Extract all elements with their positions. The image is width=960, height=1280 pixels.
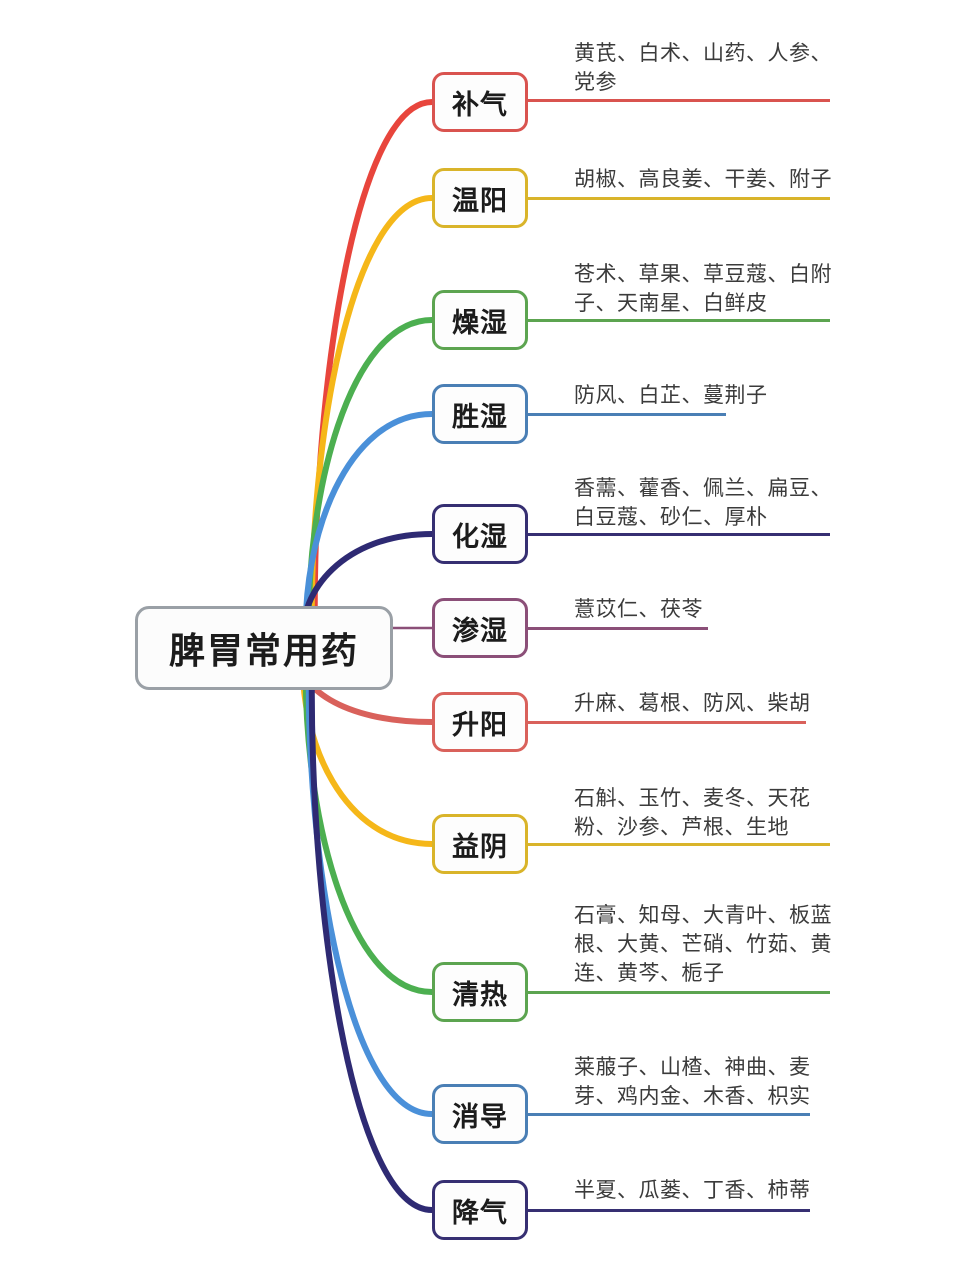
- branch-items-text: 莱菔子、山楂、神曲、麦芽、鸡内金、木香、枳实: [574, 1056, 811, 1108]
- branch-node-label: 化湿: [452, 521, 508, 552]
- branch-node-label: 降气: [452, 1197, 508, 1228]
- branch-node-label: 补气: [452, 89, 508, 120]
- branch-underline: [528, 843, 830, 846]
- center-node-label: 脾胃常用药: [168, 630, 359, 671]
- branch-items-text: 苍术、草果、草豆蔻、白附子、天南星、白鲜皮: [574, 263, 832, 315]
- branch-node-label: 消导: [452, 1101, 508, 1132]
- branch-node-5[interactable]: 化湿: [432, 504, 528, 564]
- branch-underline: [528, 319, 830, 322]
- branch-items-text: 升麻、葛根、防风、柴胡: [574, 692, 811, 715]
- branch-node-6[interactable]: 渗湿: [432, 598, 528, 658]
- branch-edge: [308, 652, 435, 1213]
- branch-node-label: 胜湿: [452, 401, 508, 432]
- branch-edge: [302, 411, 435, 643]
- branch-node-4[interactable]: 胜湿: [432, 384, 528, 444]
- branch-items-text: 石膏、知母、大青叶、板蓝根、大黄、芒硝、竹茹、黄连、黄芩、栀子: [574, 904, 832, 985]
- branch-node-7[interactable]: 升阳: [432, 692, 528, 752]
- branch-node-label: 益阴: [452, 831, 508, 862]
- branch-node-2[interactable]: 温阳: [432, 168, 528, 228]
- branch-underline: [528, 413, 726, 416]
- center-node-root[interactable]: 脾胃常用药: [135, 606, 393, 690]
- branch-node-label: 燥湿: [452, 307, 508, 338]
- branch-node-label: 清热: [452, 979, 508, 1010]
- branch-items-text: 黄芪、白术、山药、人参、党参: [574, 42, 832, 94]
- branch-items-text: 胡椒、高良姜、干姜、附子: [574, 168, 832, 191]
- branch-underline: [528, 627, 708, 630]
- branch-node-9[interactable]: 清热: [432, 962, 528, 1022]
- branch-items-text: 香薷、藿香、佩兰、扁豆、白豆蔻、砂仁、厚朴: [574, 477, 832, 529]
- branch-underline: [528, 533, 830, 536]
- branch-underline: [528, 197, 830, 200]
- branch-underline: [528, 991, 830, 994]
- branch-underline: [528, 99, 830, 102]
- branch-underline: [528, 1209, 810, 1212]
- branch-node-11[interactable]: 降气: [432, 1180, 528, 1240]
- branch-node-3[interactable]: 燥湿: [432, 290, 528, 350]
- branch-items-text: 薏苡仁、茯苓: [574, 598, 703, 621]
- branch-underline: [528, 721, 806, 724]
- branch-items-text: 半夏、瓜蒌、丁香、柿蒂: [574, 1179, 811, 1202]
- branch-node-1[interactable]: 补气: [432, 72, 528, 132]
- branch-node-label: 温阳: [452, 185, 508, 216]
- branch-node-label: 升阳: [452, 709, 508, 740]
- branch-underline: [528, 1113, 810, 1116]
- branch-items-text: 石斛、玉竹、麦冬、天花粉、沙参、芦根、生地: [574, 787, 811, 839]
- branch-node-8[interactable]: 益阴: [432, 814, 528, 874]
- branch-node-10[interactable]: 消导: [432, 1084, 528, 1144]
- branch-items-text: 防风、白芷、蔓荆子: [574, 384, 768, 407]
- branch-node-label: 渗湿: [452, 615, 508, 646]
